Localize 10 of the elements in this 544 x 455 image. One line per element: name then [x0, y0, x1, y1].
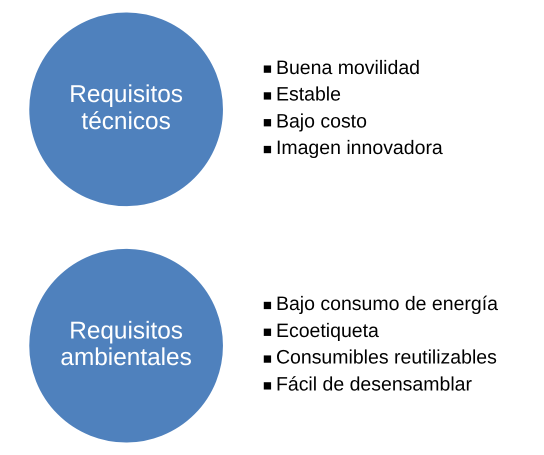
- node-circle: Requisitos técnicos: [29, 12, 223, 206]
- node-label: Bajo consumo de energía: [276, 293, 498, 316]
- node-label: Imagen innovadora: [276, 137, 443, 160]
- node-label: Buena movilidad: [276, 56, 420, 79]
- node-circle: Requisitos ambientales: [29, 248, 223, 443]
- node-label: Ecoetiqueta: [276, 320, 379, 342]
- node-label: Estable: [276, 84, 341, 106]
- node-label: Fácil de desensamblar: [276, 374, 472, 396]
- node-label: Consumibles reutilizables: [276, 346, 497, 369]
- node-label: Bajo costo: [276, 110, 367, 132]
